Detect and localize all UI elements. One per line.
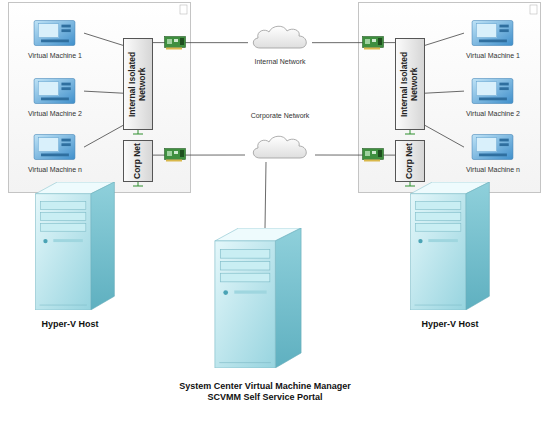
node-label: Hyper-V Host bbox=[421, 319, 478, 329]
node-label: Virtual Machine 1 bbox=[28, 52, 82, 60]
virtual-machine: Virtual Machine 1 bbox=[26, 18, 84, 60]
network-link bbox=[84, 33, 123, 45]
virtual-switch: Corp Net bbox=[395, 140, 425, 182]
node-label: Internal Isolated Network bbox=[128, 40, 148, 128]
network-cloud: Corporate Network bbox=[245, 112, 315, 162]
node-label: Corporate Network bbox=[251, 112, 310, 120]
virtual-machine: Virtual Machine 2 bbox=[464, 76, 522, 118]
virtual-switch: Corp Net bbox=[123, 140, 153, 182]
network-link bbox=[425, 91, 464, 93]
node-label: Virtual Machine n bbox=[466, 166, 520, 174]
node-label: Corp Net bbox=[133, 142, 143, 180]
node-label: Internal Isolated Network bbox=[400, 40, 420, 128]
network-link bbox=[315, 155, 395, 156]
management-server: System Center Virtual Machine ManagerSCV… bbox=[160, 228, 370, 402]
host-server: Hyper-V Host bbox=[25, 182, 115, 329]
node-label: Internal Network bbox=[255, 58, 306, 66]
virtual-machine: Virtual Machine n bbox=[26, 132, 84, 174]
virtual-machine: Virtual Machine n bbox=[464, 132, 522, 174]
node-label: Hyper-V Host bbox=[41, 319, 98, 329]
node-label: Virtual Machine 2 bbox=[466, 110, 520, 118]
virtual-switch: Internal Isolated Network bbox=[123, 38, 153, 130]
node-label: Corp Net bbox=[405, 142, 415, 180]
network-link bbox=[84, 125, 123, 147]
network-link bbox=[84, 91, 123, 93]
virtual-machine: Virtual Machine 1 bbox=[464, 18, 522, 60]
node-label: Virtual Machine n bbox=[28, 166, 82, 174]
node-label: Virtual Machine 1 bbox=[466, 52, 520, 60]
node-label: SCVMM Self Service Portal bbox=[207, 392, 322, 402]
network-cloud: Internal Network bbox=[248, 22, 312, 66]
network-link bbox=[425, 125, 464, 147]
virtual-machine: Virtual Machine 2 bbox=[26, 76, 84, 118]
virtual-switch: Internal Isolated Network bbox=[395, 38, 425, 130]
network-link bbox=[153, 155, 245, 156]
host-server: Hyper-V Host bbox=[405, 182, 495, 329]
network-link bbox=[265, 162, 266, 228]
network-link bbox=[153, 42, 248, 43]
node-label: Virtual Machine 2 bbox=[28, 110, 82, 118]
network-link bbox=[425, 33, 464, 45]
node-label: System Center Virtual Machine Manager bbox=[179, 381, 350, 391]
network-link bbox=[312, 42, 395, 43]
